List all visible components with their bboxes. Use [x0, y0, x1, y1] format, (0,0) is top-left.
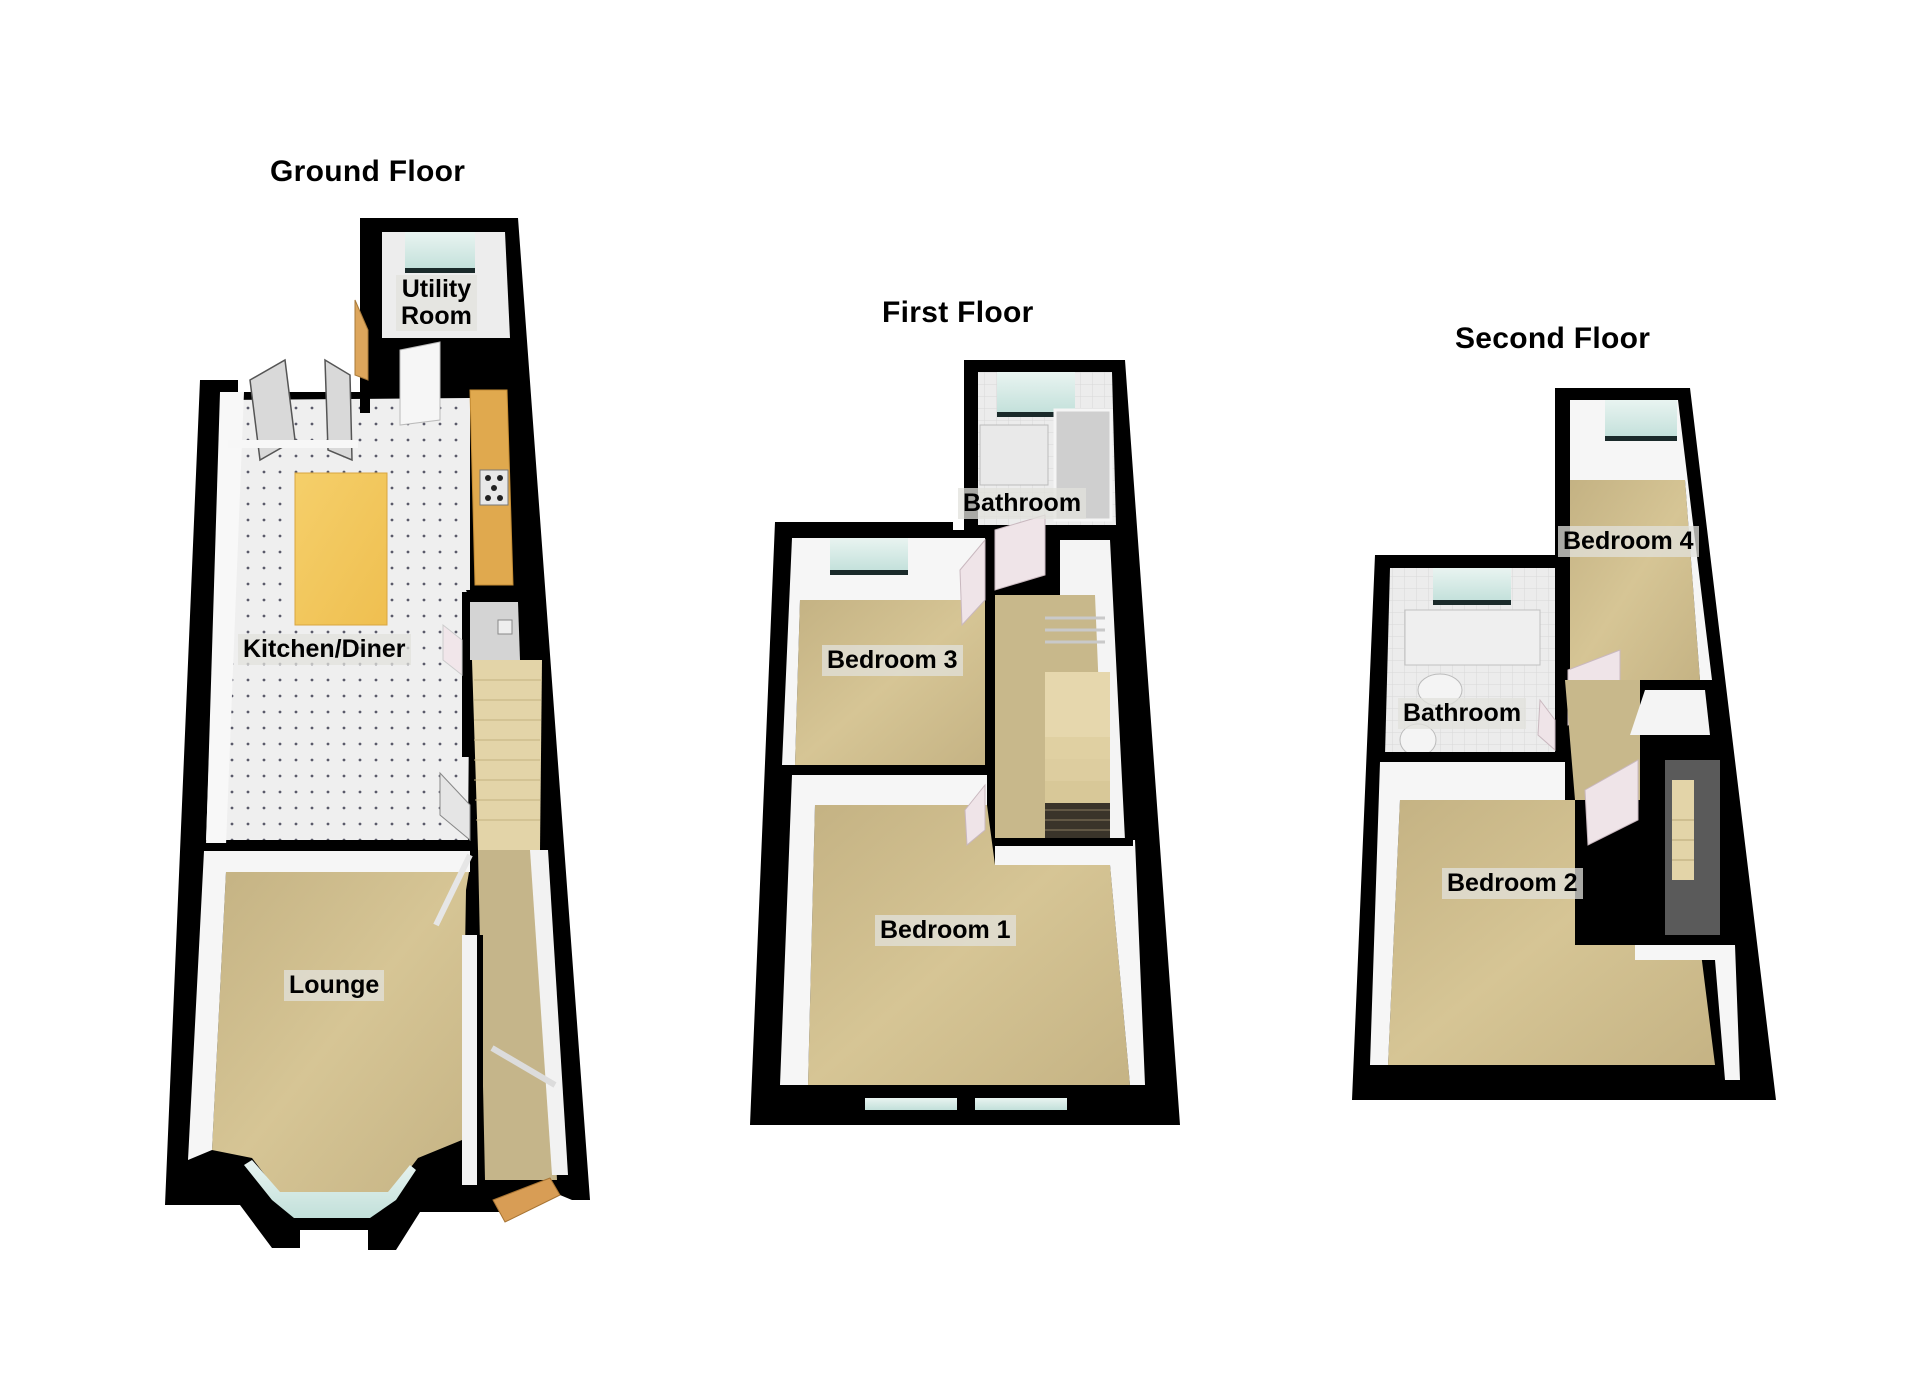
bedroom-4-floor	[1570, 480, 1700, 680]
front-door[interactable]	[492, 1177, 561, 1223]
room-label-lounge: Lounge	[284, 970, 385, 1001]
bedroom-4-window	[1605, 400, 1677, 438]
bedroom-3-door[interactable]	[959, 538, 986, 627]
bath	[979, 424, 1049, 486]
first-floor-title: First Floor	[882, 296, 1034, 329]
first-floor-plan	[750, 360, 1180, 1125]
room-label-utility-room: Utility Room	[396, 275, 477, 331]
room-label-second-bathroom: Bathroom	[1398, 698, 1527, 729]
kitchen-island	[294, 472, 388, 626]
second-bathroom-door[interactable]	[1537, 698, 1556, 752]
lounge-door[interactable]	[433, 853, 473, 927]
utility-label-line-2: Room	[401, 302, 472, 330]
room-label-first-bathroom: Bathroom	[958, 488, 1087, 519]
bay-window	[244, 1160, 416, 1218]
ground-floor-title: Ground Floor	[270, 155, 466, 188]
utility-label-line-1: Utility	[401, 275, 472, 303]
first-bathroom-window	[997, 372, 1075, 414]
room-label-kitchen-diner: Kitchen/Diner	[238, 634, 411, 665]
bedroom-2-door[interactable]	[1584, 759, 1639, 846]
bedroom-1-window-right	[975, 1098, 1067, 1110]
second-floor-plan	[1352, 388, 1776, 1100]
hall-radiator	[490, 1045, 557, 1088]
utility-door[interactable]	[399, 341, 441, 426]
bedroom-3-floor	[795, 600, 985, 765]
french-door-right[interactable]	[324, 358, 353, 462]
hob-icon	[479, 469, 509, 506]
ground-floor-plan	[165, 218, 590, 1250]
bedroom-1-door[interactable]	[964, 783, 986, 847]
room-label-bedroom-1: Bedroom 1	[875, 915, 1016, 946]
under-stairs-door[interactable]	[439, 771, 471, 842]
bedroom-2-floor	[1388, 800, 1715, 1065]
second-floor-title: Second Floor	[1455, 322, 1651, 355]
bedroom-3-window	[830, 538, 908, 572]
ground-staircase	[472, 660, 542, 850]
utility-window	[405, 232, 475, 270]
bedroom-1-window-left	[865, 1098, 957, 1110]
first-staircase	[1045, 672, 1110, 838]
back-door[interactable]	[354, 299, 369, 381]
second-staircase	[1665, 760, 1720, 935]
bathroom-door[interactable]	[994, 514, 1046, 591]
second-bathroom-window	[1433, 568, 1511, 602]
lounge-floor	[212, 866, 470, 1192]
room-label-bedroom-2: Bedroom 2	[1442, 868, 1583, 899]
bath	[1404, 609, 1541, 666]
landing-radiator	[1045, 616, 1105, 644]
room-label-bedroom-3: Bedroom 3	[822, 645, 963, 676]
wc-cupboard	[470, 602, 520, 660]
room-label-bedroom-4: Bedroom 4	[1558, 526, 1699, 557]
kitchen-hall-door[interactable]	[442, 623, 463, 677]
